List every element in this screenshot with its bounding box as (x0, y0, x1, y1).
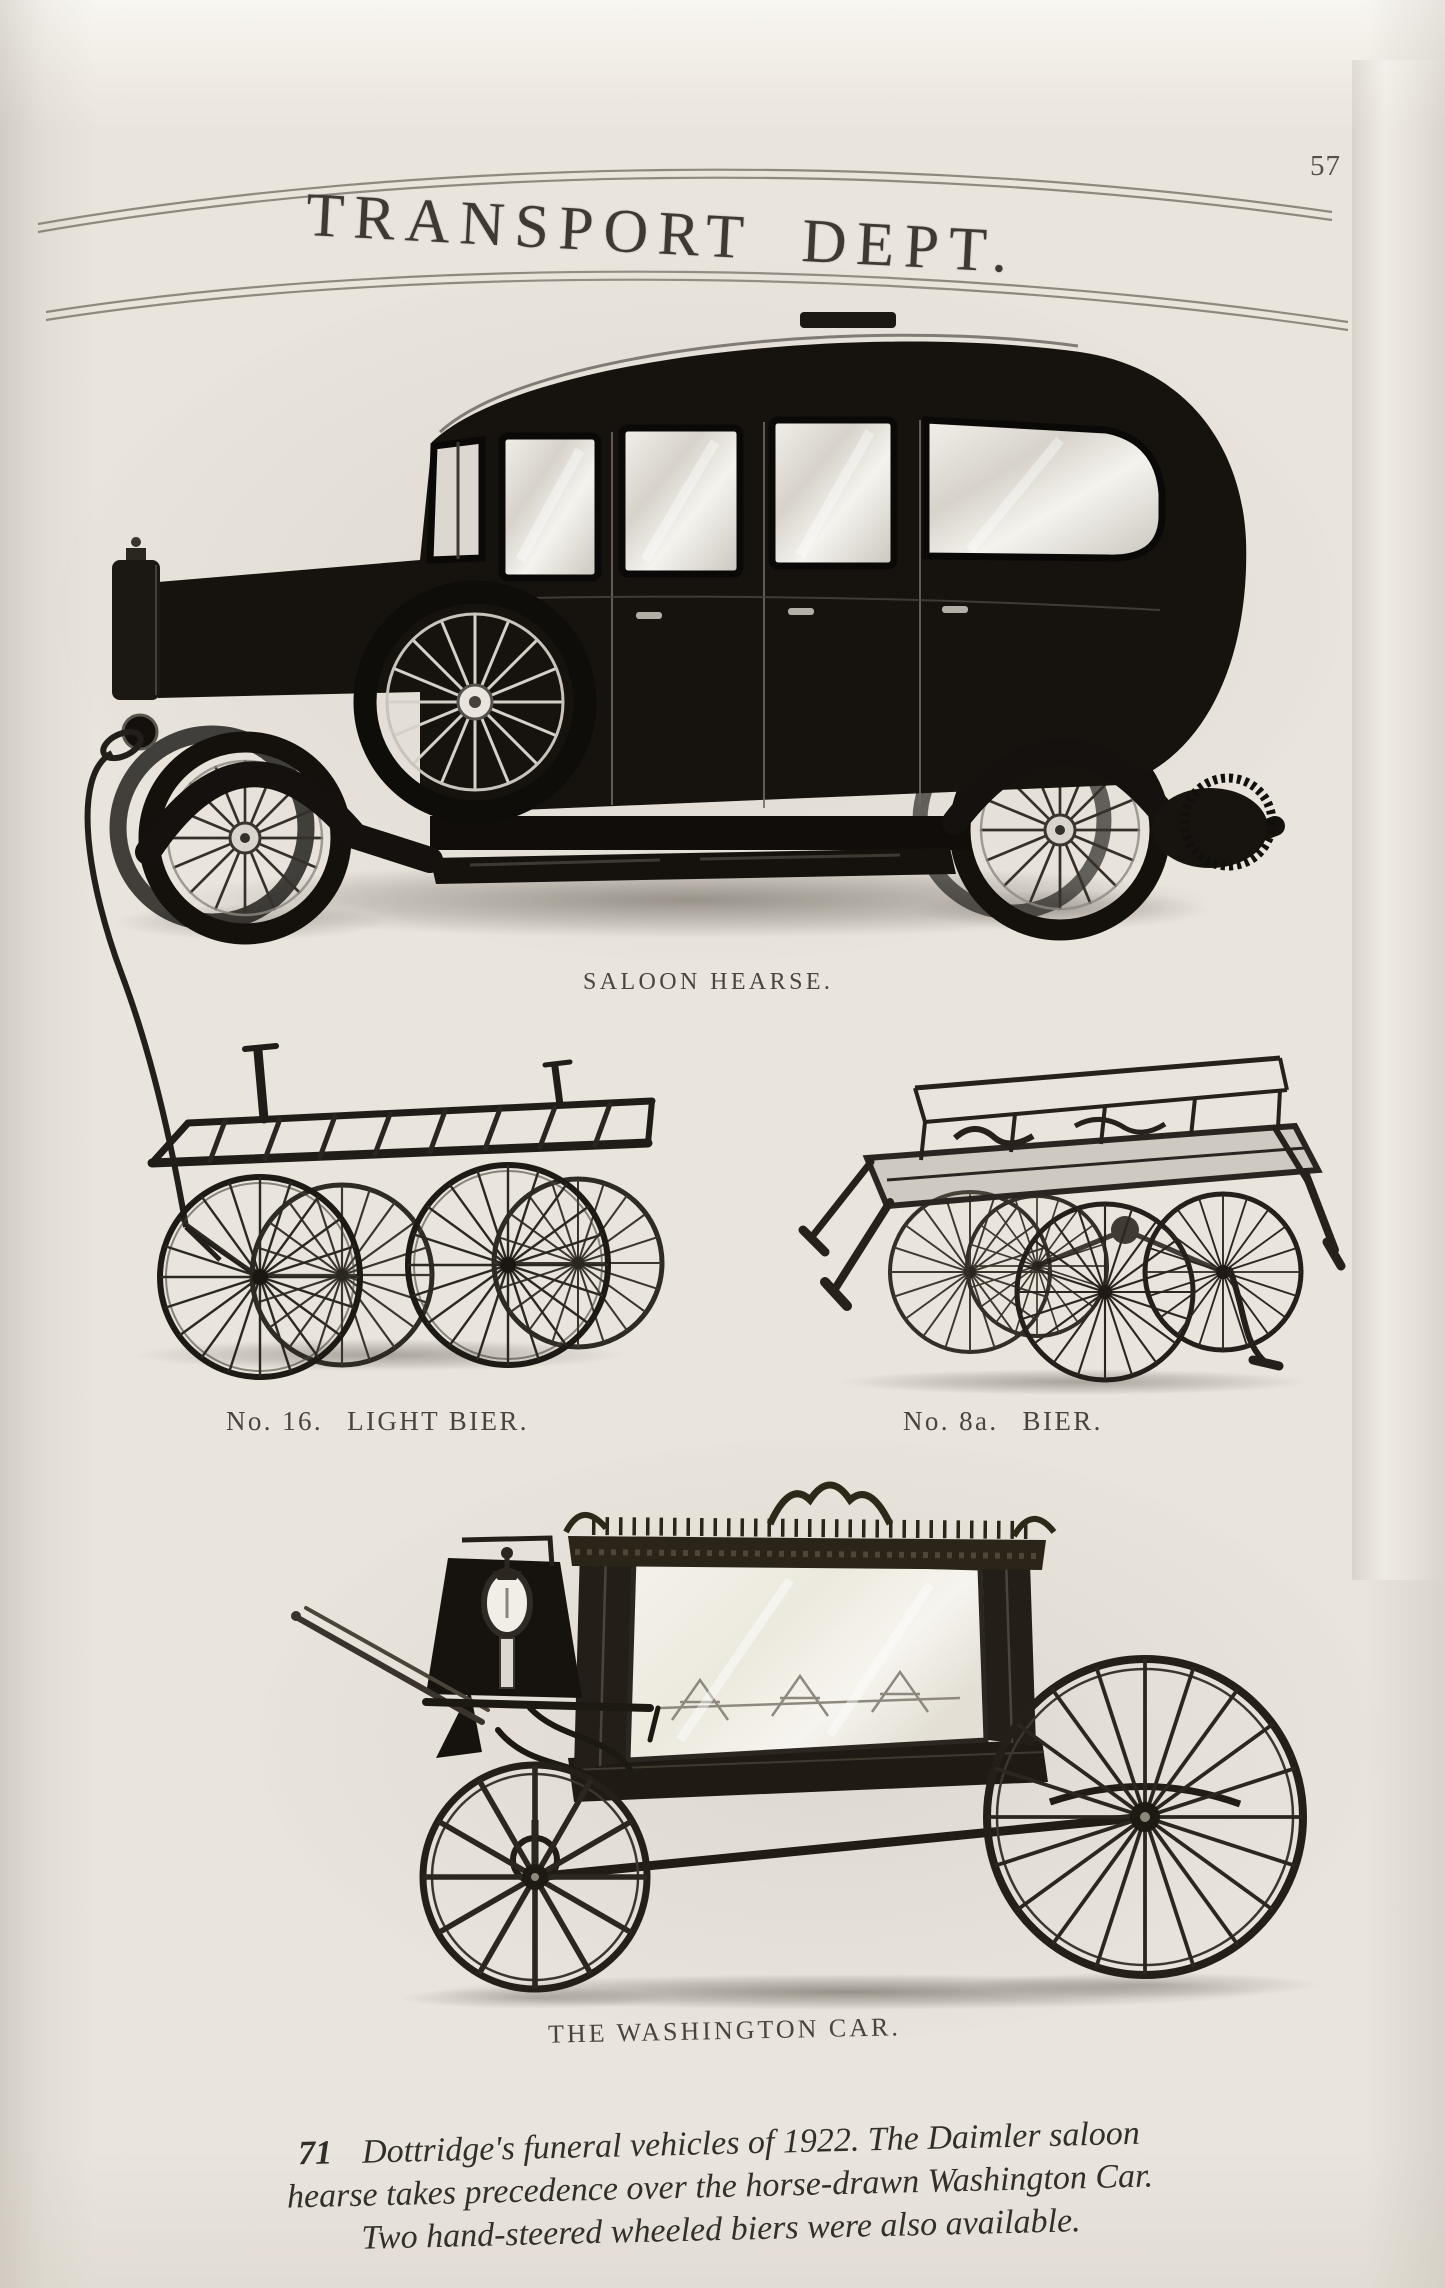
bier-8a-photo (798, 1055, 1346, 1395)
center-crown (766, 1481, 894, 1526)
spare-wire-wheel (353, 580, 597, 824)
display-case (563, 1481, 1057, 1802)
cresting-pickets (591, 1517, 1031, 1539)
chassis (430, 816, 970, 850)
windows (426, 416, 1166, 582)
rear-carriage-wheel (983, 1655, 1307, 1979)
far-wheel-right (491, 1176, 665, 1350)
deck (862, 1122, 1323, 1210)
rear-fender (942, 739, 1178, 835)
radiator (112, 537, 160, 700)
light-bier-caption-label: LIGHT BIER. (347, 1406, 529, 1436)
carriage-lamp (481, 1547, 533, 1689)
bier-8a-caption: No. 8a. BIER. (903, 1406, 1103, 1437)
far-wheels (888, 1190, 1109, 1354)
railing (913, 1055, 1289, 1161)
near-wheel-left (157, 1174, 363, 1380)
light-bier-caption: No. 16. LIGHT BIER. (226, 1406, 529, 1437)
front-fender (135, 761, 443, 873)
light-bier-photo (84, 728, 665, 1380)
steering-handle (84, 728, 189, 1228)
axle-gear (1036, 1216, 1224, 1275)
door-seams (611, 420, 921, 808)
saloon-hearse-photo (60, 260, 1340, 960)
bier-8a-caption-number: No. 8a. (903, 1406, 999, 1436)
page-number: 57 (1310, 150, 1341, 182)
near-wheels (1014, 1191, 1304, 1383)
bier-8a-caption-label: BIER. (1022, 1406, 1103, 1436)
light-bier-caption-number: No. 16. (226, 1406, 324, 1436)
platform (147, 1043, 656, 1168)
legs (798, 1125, 1346, 1311)
rear-mechanism (1152, 773, 1277, 871)
roof-rack (800, 312, 896, 328)
door-handles (636, 606, 968, 619)
saloon-hearse-caption: SALOON HEARSE. (583, 969, 834, 995)
washington-car-caption: THE WASHINGTON CAR. (547, 2012, 902, 2049)
near-wheel-right (405, 1162, 611, 1368)
coffin-trestles (659, 1669, 961, 1721)
figure-number: 71 (297, 2134, 333, 2173)
hand-crank (1227, 1267, 1284, 1371)
washington-car-photo (260, 1440, 1380, 2040)
front-carriage-wheel (419, 1761, 651, 1993)
glass-streaks (515, 429, 1064, 563)
